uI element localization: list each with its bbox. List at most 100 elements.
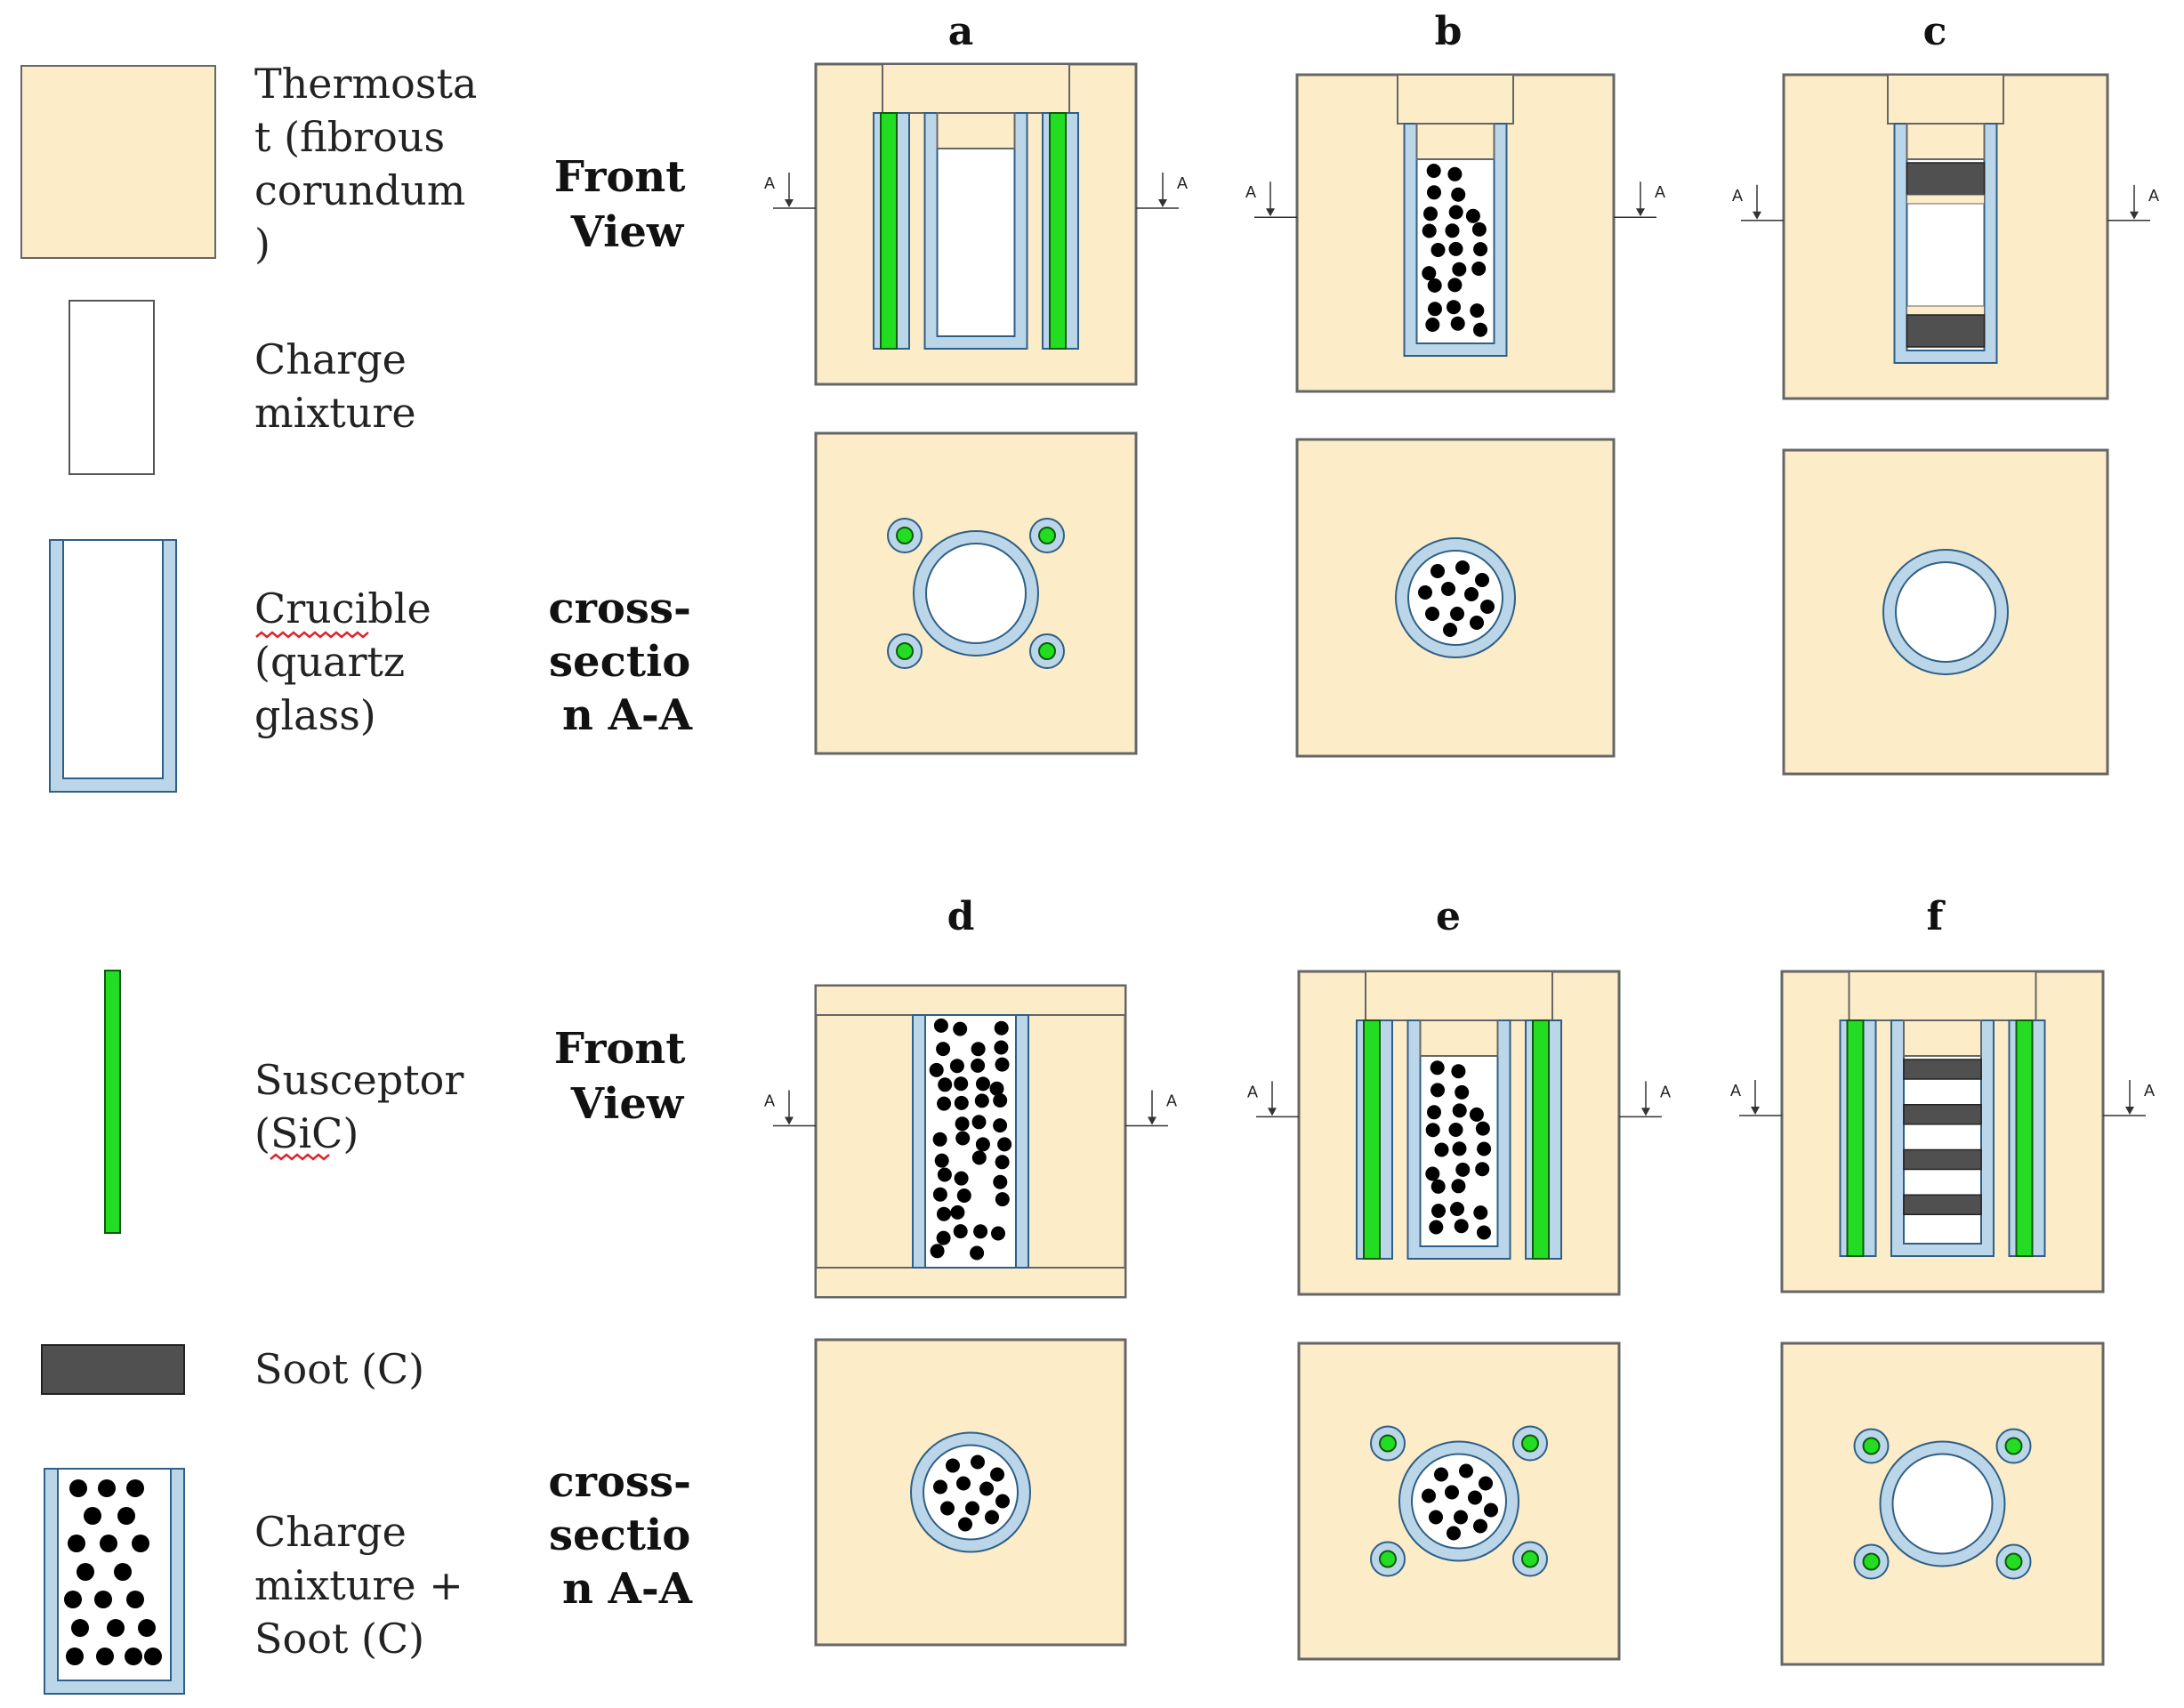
particle (1473, 242, 1488, 257)
particle (1471, 222, 1487, 237)
legend-symbol-susceptor (104, 970, 121, 1234)
section-label: A (764, 174, 775, 192)
particle (1428, 302, 1442, 317)
particle (1441, 582, 1455, 596)
legend-label-soot: Soot (C) (254, 1345, 424, 1393)
panel-letter: e (1436, 894, 1461, 939)
particle (953, 1224, 968, 1239)
particle (933, 1018, 948, 1033)
soot-layer (1903, 1104, 1982, 1125)
particle (975, 1137, 990, 1152)
particle (976, 1076, 990, 1092)
section-arrowhead (785, 1116, 794, 1125)
particle (936, 1042, 951, 1057)
section-label: A (2148, 187, 2159, 205)
particle (993, 1174, 1008, 1189)
legend-symbol-crucible (49, 539, 177, 793)
particle (1447, 278, 1463, 293)
cross-section-f (1780, 1341, 2105, 1666)
particle (949, 1059, 964, 1074)
particle (126, 1591, 144, 1608)
section-label: A (1177, 174, 1188, 192)
particle (114, 1563, 132, 1581)
section-arrowhead (1636, 208, 1645, 217)
separator (1906, 194, 1985, 205)
legend-symbol-charge-with-soot (44, 1468, 185, 1695)
inner-plug (1906, 123, 1986, 160)
particle (971, 1115, 987, 1130)
particle (965, 1501, 979, 1516)
section-arrowhead (1641, 1108, 1650, 1116)
particle (1465, 208, 1480, 223)
particle (1473, 1519, 1487, 1534)
particle (932, 1187, 947, 1202)
particle (1422, 223, 1437, 238)
particle (991, 1226, 1005, 1241)
particle (979, 1481, 994, 1496)
particle (1434, 1142, 1449, 1157)
particle (993, 1118, 1008, 1133)
particle (132, 1535, 149, 1552)
particle (993, 1093, 1008, 1108)
particle (955, 1131, 971, 1146)
particle (144, 1648, 162, 1665)
cross-section-label-bottom: cross- sectio n A-A (548, 1457, 705, 1614)
particle (937, 1096, 952, 1111)
section-label: A (1166, 1092, 1177, 1110)
particle (1473, 1205, 1488, 1221)
particle (997, 1137, 1012, 1152)
section-label: A (1245, 183, 1256, 201)
particle (1459, 1463, 1473, 1478)
particle (970, 1245, 985, 1261)
section-arrowhead (1148, 1116, 1156, 1125)
cross-section-d (814, 1338, 1127, 1647)
cross-section-c (1782, 448, 2109, 776)
particle (989, 1081, 1004, 1096)
susceptor (896, 642, 914, 660)
particle (971, 1454, 985, 1470)
particle (1454, 1219, 1469, 1234)
susceptor (1862, 1437, 1881, 1455)
particle (77, 1563, 94, 1581)
legend-label-charge-with-soot: Charge mixture + Soot (C) (254, 1508, 476, 1663)
particle (126, 1479, 144, 1497)
particle (1464, 587, 1479, 601)
section-arrowhead (785, 199, 794, 207)
particle (1473, 322, 1487, 337)
particle (64, 1591, 82, 1608)
particle (994, 1040, 1009, 1055)
particle (956, 1188, 971, 1203)
particle (1445, 223, 1460, 238)
particle (138, 1619, 156, 1637)
particle (94, 1591, 112, 1608)
particle (1479, 1476, 1493, 1491)
legend-label-charge-mixture: Charge mixture (254, 335, 420, 437)
particle (1455, 1162, 1471, 1177)
particle (953, 1021, 968, 1036)
particle (930, 1244, 945, 1259)
lid-plug (1887, 74, 2004, 125)
particle (946, 1458, 960, 1473)
particle (1450, 607, 1464, 621)
particle (990, 1467, 1004, 1482)
particle (985, 1510, 999, 1525)
section-label: A (1730, 1082, 1741, 1100)
particle (1470, 303, 1485, 318)
cross-section-e (1297, 1341, 1621, 1661)
particle (971, 1150, 987, 1165)
susceptor (880, 112, 898, 350)
particle (955, 1116, 970, 1132)
panel-letter: a (948, 9, 974, 54)
particle (954, 1095, 969, 1110)
spelling-underline-crucible (255, 631, 369, 639)
particle (934, 1153, 949, 1168)
particle (1470, 616, 1484, 630)
particle (1425, 318, 1440, 332)
legend-label-crucible: Crucible (quartz glass) (254, 584, 444, 739)
susceptor (1038, 527, 1056, 544)
lid-plug (1397, 74, 1514, 125)
particle (956, 1476, 971, 1491)
particle (1429, 1220, 1444, 1235)
